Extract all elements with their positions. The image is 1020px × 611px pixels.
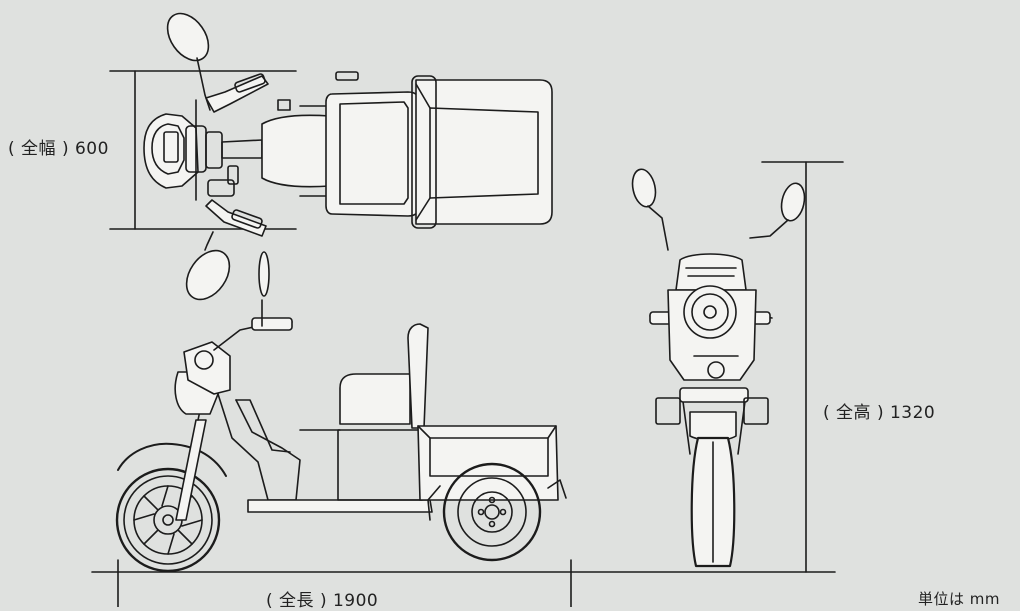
- unit-note: 単位は mm: [918, 590, 1000, 608]
- side-view: [115, 251, 567, 573]
- rear-wheel: [442, 462, 542, 562]
- side-mirror: [258, 251, 270, 297]
- height-dimension-lines: [761, 161, 844, 573]
- front-view-mirror-left: [631, 168, 657, 208]
- overall-width-label: ( 全幅 ) 600: [8, 139, 109, 159]
- front-view-mirror-right: [780, 182, 806, 222]
- top-view-mirror-lower: [185, 249, 231, 301]
- overall-height-label: ( 全高 ) 1320: [823, 403, 936, 423]
- top-view: [143, 12, 553, 301]
- front-view: [631, 168, 806, 568]
- front-wheel: [115, 467, 221, 573]
- overall-length-label: ( 全長 ) 1900: [266, 591, 379, 611]
- length-dimension-lines: [91, 559, 836, 607]
- top-view-mirror-upper: [166, 12, 210, 62]
